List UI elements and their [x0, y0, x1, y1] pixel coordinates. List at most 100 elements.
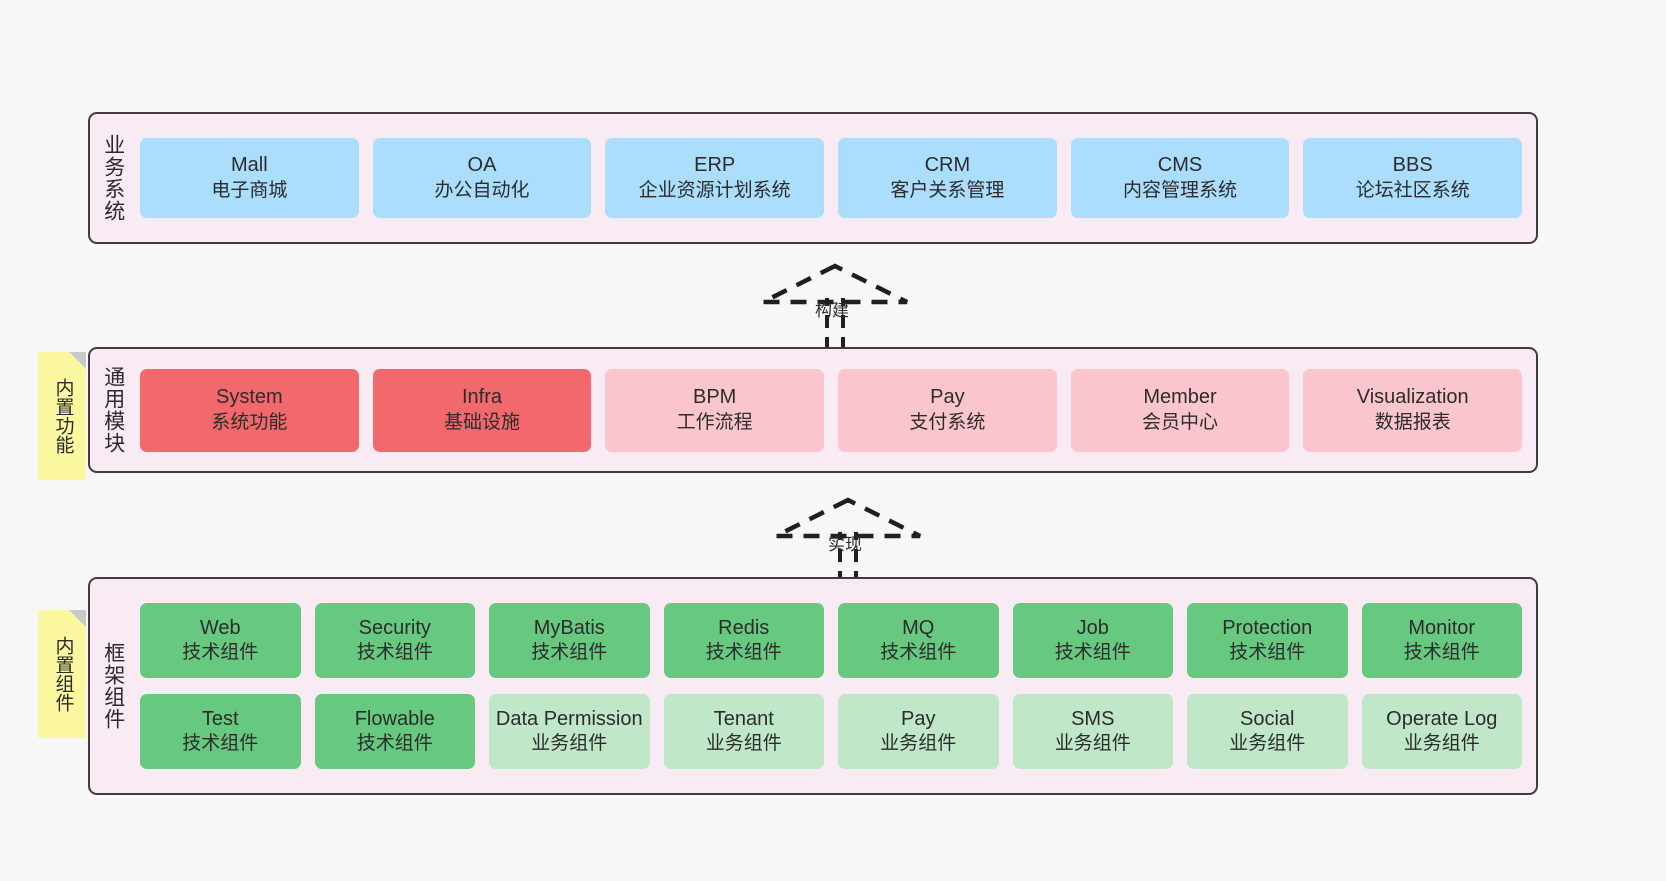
folded-corner-icon — [69, 352, 86, 369]
card-subtitle: 业务组件 — [1054, 733, 1131, 755]
dashed-hollow-arrow-up-icon — [761, 263, 909, 350]
connector-implement: 实现 — [768, 492, 928, 584]
card-subtitle: 系统功能 — [211, 411, 288, 433]
card-subtitle: 技术组件 — [1229, 642, 1306, 664]
sticky-note-label: 内置组件 — [52, 636, 74, 712]
card-title: Data Permission — [495, 707, 643, 730]
sticky-note-builtin-features: 内置功能 — [38, 352, 86, 480]
card-title: Member — [1143, 386, 1217, 409]
card-title: BPM — [693, 386, 737, 409]
card-mybatis[interactable]: MyBatis 技术组件 — [489, 603, 650, 678]
card-title: OA — [467, 154, 497, 177]
card-title: ERP — [694, 154, 736, 177]
card-flowable[interactable]: Flowable 技术组件 — [314, 694, 475, 769]
card-title: Mall — [231, 154, 268, 177]
card-oa[interactable]: OA 办公自动化 — [372, 138, 592, 218]
card-redis[interactable]: Redis 技术组件 — [663, 603, 824, 678]
card-subtitle: 内容管理系统 — [1123, 179, 1238, 201]
connector-implement-label: 实现 — [828, 535, 862, 554]
card-title: Tenant — [713, 707, 774, 730]
card-subtitle: 客户关系管理 — [890, 179, 1005, 201]
card-title: Security — [358, 616, 431, 639]
card-data-permission[interactable]: Data Permission 业务组件 — [489, 694, 650, 769]
card-title: BBS — [1392, 154, 1433, 177]
card-subtitle: 办公自动化 — [434, 179, 530, 201]
card-mq[interactable]: MQ 技术组件 — [838, 603, 999, 678]
card-infra[interactable]: Infra 基础设施 — [372, 368, 592, 452]
card-pay[interactable]: Pay 支付系统 — [838, 368, 1057, 452]
card-title: SMS — [1071, 707, 1115, 730]
card-title: Monitor — [1408, 616, 1476, 639]
card-member[interactable]: Member 会员中心 — [1070, 368, 1290, 452]
card-subtitle: 业务组件 — [1229, 733, 1306, 755]
card-cms[interactable]: CMS 内容管理系统 — [1070, 138, 1290, 218]
card-title: Visualization — [1356, 386, 1469, 409]
card-subtitle: 企业资源计划系统 — [638, 179, 791, 201]
card-subtitle: 数据报表 — [1374, 411, 1451, 433]
layer-cards-common: System 系统功能 Infra 基础设施 BPM 工作流程 Pay 支付系统… — [136, 349, 1536, 471]
card-crm[interactable]: CRM 客户关系管理 — [838, 138, 1057, 218]
layer-cards-framework: Web 技术组件 Security 技术组件 MyBatis 技术组件 Redi… — [136, 579, 1536, 793]
card-subtitle: 论坛社区系统 — [1355, 179, 1470, 201]
card-subtitle: 会员中心 — [1142, 411, 1219, 433]
card-subtitle: 业务组件 — [531, 733, 608, 755]
card-web[interactable]: Web 技术组件 — [140, 603, 301, 678]
framework-row-technical: Web 技术组件 Security 技术组件 MyBatis 技术组件 Redi… — [140, 603, 1522, 678]
layer-label-framework: 框架组件 — [101, 642, 125, 730]
card-title: Social — [1240, 707, 1295, 730]
sticky-note-label: 内置功能 — [52, 378, 74, 454]
card-title: Test — [201, 707, 239, 730]
dashed-hollow-arrow-up-icon — [774, 497, 922, 584]
card-subtitle: 技术组件 — [880, 642, 957, 664]
card-subtitle: 技术组件 — [1403, 642, 1480, 664]
layer-panel-business: 业务系统 Mall 电子商城 OA 办公自动化 ERP 企业资源计划系统 CRM… — [88, 112, 1538, 244]
card-title: Job — [1076, 616, 1109, 639]
layer-cards-business: Mall 电子商城 OA 办公自动化 ERP 企业资源计划系统 CRM 客户关系… — [136, 114, 1536, 242]
card-sms[interactable]: SMS 业务组件 — [1012, 694, 1173, 769]
card-subtitle: 业务组件 — [1403, 733, 1480, 755]
layer-label-business: 业务系统 — [101, 134, 125, 222]
card-test[interactable]: Test 技术组件 — [140, 694, 301, 769]
card-operate-log[interactable]: Operate Log 业务组件 — [1361, 694, 1522, 769]
card-tenant[interactable]: Tenant 业务组件 — [663, 694, 824, 769]
card-subtitle: 技术组件 — [356, 733, 433, 755]
card-visualization[interactable]: Visualization 数据报表 — [1303, 368, 1523, 452]
card-subtitle: 支付系统 — [909, 411, 986, 433]
layer-panel-common: 通用模块 System 系统功能 Infra 基础设施 BPM 工作流程 Pay… — [88, 347, 1538, 473]
card-erp[interactable]: ERP 企业资源计划系统 — [605, 138, 825, 218]
card-subtitle: 技术组件 — [705, 642, 782, 664]
card-title: Protection — [1222, 616, 1313, 639]
card-subtitle: 业务组件 — [705, 733, 782, 755]
connector-build: 构建 — [755, 258, 915, 350]
card-bpm[interactable]: BPM 工作流程 — [605, 368, 825, 452]
card-bbs[interactable]: BBS 论坛社区系统 — [1303, 138, 1523, 218]
folded-corner-icon — [69, 610, 86, 627]
card-subtitle: 电子商城 — [211, 179, 288, 201]
card-title: Pay — [930, 386, 965, 409]
card-system[interactable]: System 系统功能 — [140, 368, 359, 452]
card-subtitle: 技术组件 — [182, 733, 259, 755]
card-subtitle: 基础设施 — [444, 411, 521, 433]
card-title: Flowable — [354, 707, 435, 730]
card-mall[interactable]: Mall 电子商城 — [140, 138, 359, 218]
card-subtitle: 技术组件 — [1054, 642, 1131, 664]
card-title: MQ — [902, 616, 935, 639]
card-title: Redis — [718, 616, 770, 639]
card-social[interactable]: Social 业务组件 — [1187, 694, 1348, 769]
card-title: Pay — [901, 707, 936, 730]
card-subtitle: 工作流程 — [676, 411, 753, 433]
card-title: MyBatis — [533, 616, 605, 639]
card-title: CRM — [924, 154, 971, 177]
card-title: Operate Log — [1386, 707, 1498, 730]
card-title: System — [215, 386, 283, 409]
card-job[interactable]: Job 技术组件 — [1012, 603, 1173, 678]
framework-row-business: Test 技术组件 Flowable 技术组件 Data Permission … — [140, 694, 1522, 769]
card-security[interactable]: Security 技术组件 — [314, 603, 475, 678]
card-title: Infra — [461, 386, 503, 409]
card-title: Web — [199, 616, 241, 639]
card-pay-business[interactable]: Pay 业务组件 — [838, 694, 999, 769]
card-protection[interactable]: Protection 技术组件 — [1187, 603, 1348, 678]
layer-label-common: 通用模块 — [101, 366, 125, 454]
card-monitor[interactable]: Monitor 技术组件 — [1361, 603, 1522, 678]
